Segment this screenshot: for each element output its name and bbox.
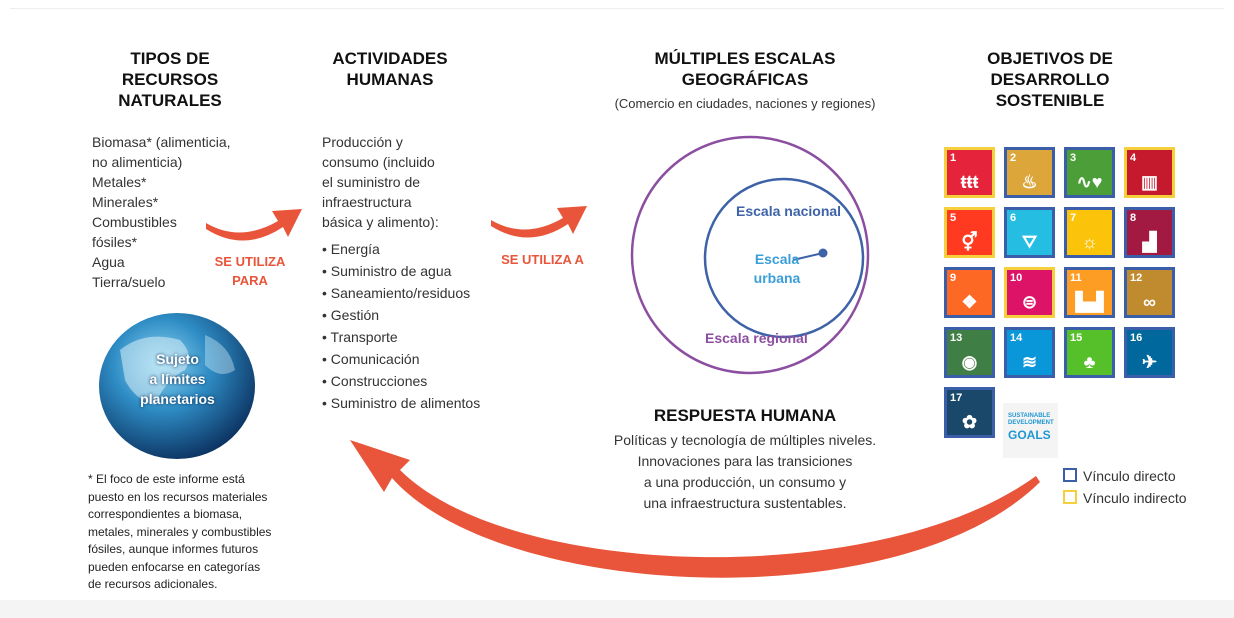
arrow-right-1	[206, 209, 302, 241]
regional-scale-label: Escala regional	[705, 330, 808, 346]
sdg-number: 17	[950, 392, 963, 404]
gender-icon: ⚥	[961, 232, 978, 252]
resource-list: Biomasa* (alimenticia,no alimenticia)Met…	[92, 134, 231, 290]
sdg-number: 3	[1070, 152, 1077, 164]
arrow-right-2	[491, 206, 587, 238]
sdg-tile-17: 17 ✿	[944, 387, 995, 438]
scales-circles	[630, 135, 870, 375]
sdg-number: 6	[1010, 212, 1017, 224]
sdg-number: 7	[1070, 212, 1077, 224]
cubes-icon: ❖	[961, 292, 978, 312]
sdg-number: 4	[1130, 152, 1137, 164]
tree-icon: ♣	[1083, 352, 1096, 372]
sdg-tile-4: 4▥	[1124, 147, 1175, 198]
sdg-tile-6: 6⛛	[1004, 207, 1055, 258]
dove-icon: ✈	[1141, 352, 1158, 372]
partnership-icon: ✿	[961, 412, 978, 432]
urban-point	[818, 248, 828, 258]
heartbeat-icon: ∿♥	[1076, 172, 1103, 192]
globe-icon	[99, 313, 255, 459]
sdg-number: 11	[1070, 272, 1082, 284]
sdg-tile-12: 12∞	[1124, 267, 1175, 318]
arrow2-label: SE UTILIZA A	[501, 252, 584, 267]
col3-subtitle: (Comercio en ciudades, naciones y region…	[614, 96, 876, 111]
bowl-icon: ♨	[1021, 172, 1038, 192]
sdg-tile-13: 13 ◉	[944, 327, 995, 378]
book-icon: ▥	[1140, 172, 1158, 192]
legend-direct: Vínculo directo	[1063, 468, 1176, 484]
national-scale-label: Escala nacional	[736, 203, 842, 219]
sdg-number: 2	[1010, 152, 1017, 164]
equality-icon: ⊜	[1021, 292, 1038, 312]
sdg-number: 10	[1010, 272, 1023, 284]
sdg-number: 16	[1130, 332, 1143, 344]
sun-icon: ☼	[1081, 232, 1098, 252]
regional-scale-circle	[630, 135, 870, 375]
activities-list: • Energía• Suministro de agua• Saneamien…	[322, 241, 481, 411]
sdg-number: 12	[1130, 272, 1143, 284]
family-icon: ŧŧŧ	[960, 172, 979, 192]
infinity-icon: ∞	[1143, 292, 1156, 312]
sdg-number: 5	[950, 212, 957, 224]
response-title: RESPUESTA HUMANA	[653, 406, 837, 425]
growth-chart-icon: ▟	[1142, 232, 1157, 252]
eye-icon: ◉	[961, 352, 978, 372]
sdg-number: 15	[1070, 332, 1083, 344]
city-icon: ▙▟	[1075, 292, 1104, 312]
sdg-tile-2: 2♨	[1004, 147, 1055, 198]
sdg-number: 14	[1010, 332, 1023, 344]
sdg-tile-9: 9❖	[944, 267, 995, 318]
response-text: Políticas y tecnología de múltiples nive…	[613, 432, 877, 511]
sdg-tile-7: 7☼	[1064, 207, 1115, 258]
sdg-tile-8: 8▟	[1124, 207, 1175, 258]
sdg-number: 9	[950, 272, 957, 284]
sdg-tile-10: 10 ⊜	[1004, 267, 1055, 318]
sdg-tile-5: 5⚥	[944, 207, 995, 258]
fish-icon: ≋	[1021, 352, 1038, 372]
sdg-logo: SUSTAINABLE DEVELOPMENT GOALS	[1003, 403, 1058, 458]
sdg-number: 8	[1130, 212, 1137, 224]
sdg-tile-16: 16 ✈	[1124, 327, 1175, 378]
feedback-arrow	[350, 440, 1040, 578]
sdg-number: 13	[950, 332, 963, 344]
legend-indirect-swatch	[1063, 490, 1077, 504]
national-scale-circle	[703, 177, 865, 339]
page-bottom-band	[0, 600, 1234, 618]
sdg-number: 1	[950, 152, 957, 164]
sdg-tile-14: 14 ≋	[1004, 327, 1055, 378]
sdg-tile-3: 3 ∿♥	[1064, 147, 1115, 198]
sdg-tile-15: 15♣	[1064, 327, 1115, 378]
water-icon: ⛛	[1021, 232, 1038, 252]
legend-indirect: Vínculo indirecto	[1063, 490, 1187, 506]
sdg-tile-11: 11 ▙▟	[1064, 267, 1115, 318]
legend-direct-swatch	[1063, 468, 1077, 482]
